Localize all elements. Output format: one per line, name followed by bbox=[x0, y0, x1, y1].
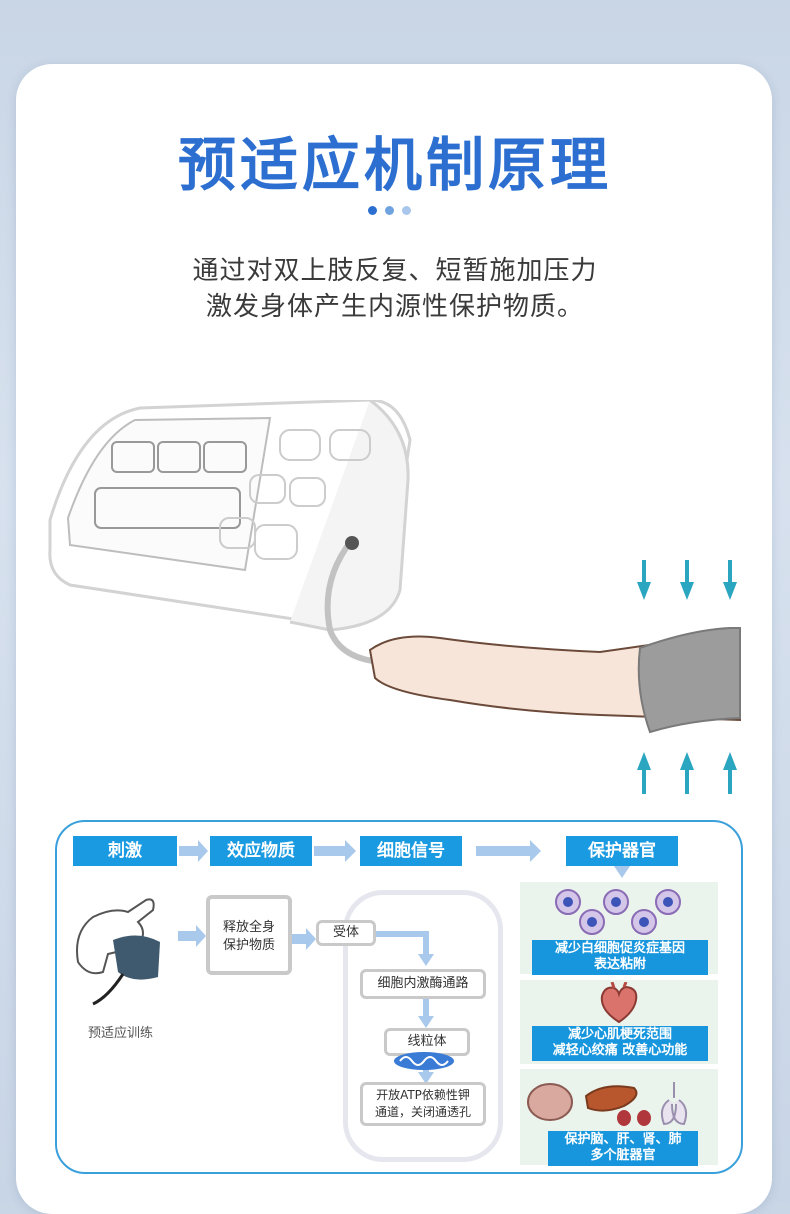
release-protective-substance-box: 释放全身 保护物质 bbox=[206, 895, 292, 975]
organs-icon bbox=[527, 1082, 688, 1126]
kinase-pathway-box: 细胞内激酶通路 bbox=[360, 969, 486, 999]
receptor-box: 受体 bbox=[316, 920, 376, 946]
page-title: 预适应机制原理 bbox=[177, 131, 612, 199]
subtitle-line-1: 通过对双上肢反复、短暂施加压力 bbox=[192, 256, 598, 286]
organ-heart-line-2: 减轻心绞痛 改善心功能 bbox=[552, 1043, 688, 1058]
step-protect-organ: 保护器官 bbox=[566, 836, 678, 866]
step-cell-signal: 细胞信号 bbox=[360, 836, 462, 866]
organ-organs-line-2: 多个脏器官 bbox=[590, 1148, 656, 1163]
step-effector: 效应物质 bbox=[210, 836, 312, 866]
atp-line-1: 开放ATP依赖性钾 bbox=[376, 1088, 470, 1102]
white-blood-cell-icon bbox=[555, 889, 681, 935]
step-stimulus: 刺激 bbox=[73, 836, 177, 866]
arm-cuff-icon bbox=[76, 898, 160, 1006]
organ-wbc-line-1: 减少白细胞促炎症基因 bbox=[554, 941, 685, 956]
organ-wbc-line-2: 表达粘附 bbox=[593, 957, 646, 972]
subtitle-line-2: 激发身体产生内源性保护物质。 bbox=[205, 292, 584, 322]
blood-pressure-device-illustration bbox=[48, 400, 741, 794]
mitochondria-icon bbox=[394, 1052, 454, 1070]
release-box-line-1: 释放全身 bbox=[222, 920, 275, 935]
organ-organs-line-1: 保护脑、肝、肾、肺 bbox=[564, 1132, 682, 1147]
stimulus-caption: 预适应训练 bbox=[88, 1026, 154, 1041]
atp-line-2: 通道，关闭通透孔 bbox=[374, 1105, 471, 1119]
organ-heart-line-1: 减少心肌梗死范围 bbox=[567, 1027, 672, 1042]
title-divider-dots bbox=[368, 206, 428, 218]
atp-channel-box: 开放ATP依赖性钾 通道，关闭通透孔 bbox=[360, 1082, 486, 1126]
organ-label-heart: 减少心肌梗死范围 减轻心绞痛 改善心功能 bbox=[532, 1026, 708, 1061]
cell-outline bbox=[343, 890, 503, 1162]
release-box-line-2: 保护物质 bbox=[222, 938, 275, 953]
organ-label-organs: 保护脑、肝、肾、肺 多个脏器官 bbox=[548, 1131, 698, 1166]
heart-icon bbox=[600, 982, 638, 1024]
organ-label-wbc: 减少白细胞促炎症基因 表达粘附 bbox=[532, 940, 708, 975]
